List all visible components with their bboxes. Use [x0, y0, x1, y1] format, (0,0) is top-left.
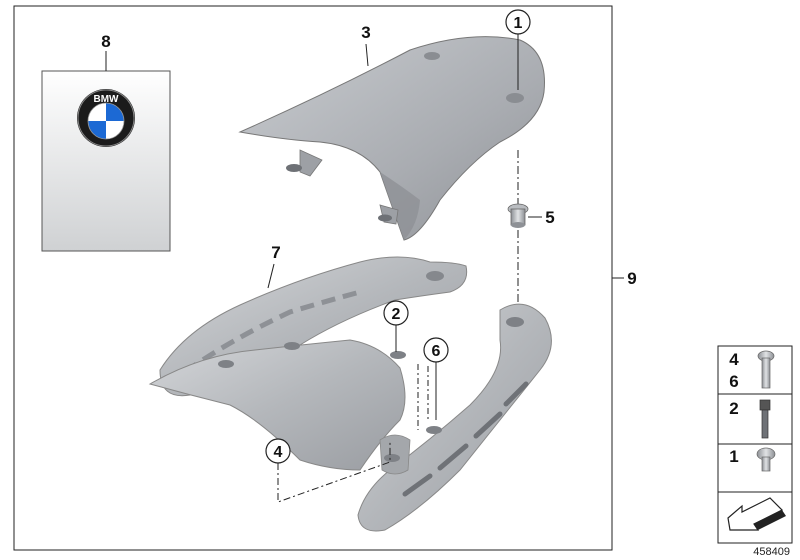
- kit-label-4: 4: [729, 350, 739, 369]
- bmw-logo-icon: BMW: [77, 89, 135, 147]
- leader-line-7: [267, 263, 275, 289]
- logo-text: BMW: [94, 94, 120, 105]
- callout-4: 4: [274, 444, 283, 461]
- callout-8: 8: [101, 32, 110, 51]
- leader-line-3: [365, 43, 369, 67]
- stud-bolt-icon: [759, 399, 771, 439]
- fastener-kit-panel: 4 6 2 1: [717, 345, 793, 544]
- kit-label-2: 2: [729, 399, 738, 418]
- callout-6: 6: [432, 343, 441, 360]
- kit-label-6: 6: [729, 372, 738, 391]
- short-bolt-icon: [756, 447, 776, 472]
- seat-cowl: [238, 36, 545, 241]
- luggage-rack: [148, 256, 552, 532]
- leader-line-4: [277, 440, 391, 503]
- kit-label-1: 1: [729, 447, 738, 466]
- callout-3: 3: [361, 23, 370, 42]
- callout-2: 2: [392, 306, 401, 323]
- reference-number: 458409: [753, 546, 790, 558]
- callout-9: 9: [627, 269, 636, 288]
- callout-7: 7: [271, 243, 280, 262]
- long-bolt-icon: [757, 350, 775, 389]
- callout-1: 1: [514, 15, 523, 32]
- arrow-icon: [727, 497, 786, 531]
- grommet-part: [507, 203, 529, 228]
- badge-group: 8 BMW: [41, 32, 171, 252]
- callout-5: 5: [545, 208, 554, 227]
